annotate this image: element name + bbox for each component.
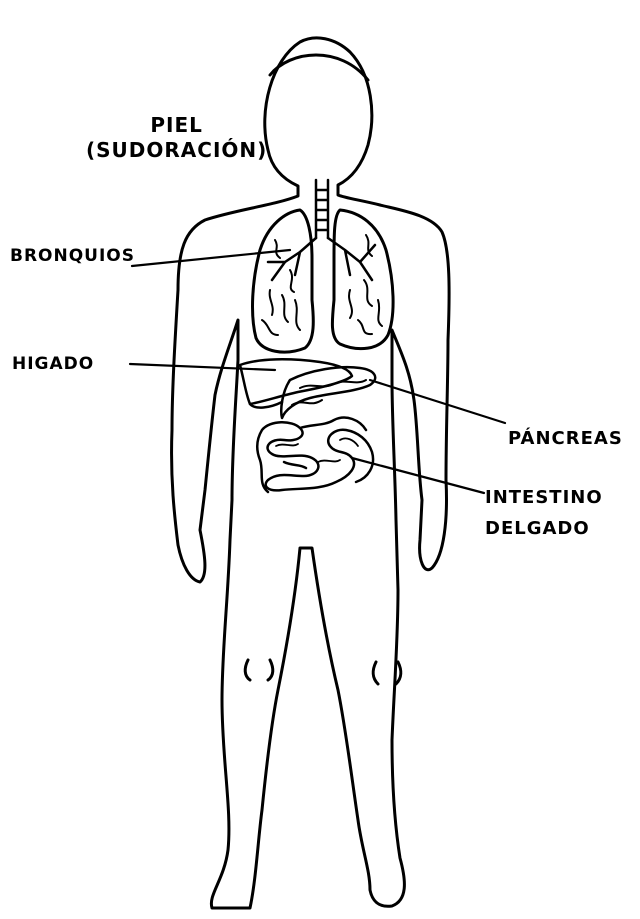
bronchi-branches	[268, 238, 375, 280]
label-liver: HIGADO	[12, 354, 94, 375]
left-knee-mark	[245, 660, 250, 680]
left-lung	[253, 210, 314, 352]
label-skin-sweating: PIEL (SUDORACIÓN)	[86, 113, 267, 163]
label-pancreas: PÁNCREAS	[508, 428, 623, 451]
right-knee-mark	[373, 662, 378, 684]
label-small-intestine: INTESTINO DELGADO	[485, 487, 603, 540]
liver-outline	[240, 359, 352, 404]
label-skin: PIEL	[86, 113, 267, 138]
liver-leader-line	[130, 364, 275, 370]
label-intestine: INTESTINO	[485, 487, 603, 510]
bronchi-leader-line	[132, 250, 290, 266]
label-bronchi: BRONQUIOS	[10, 246, 135, 267]
small-intestine	[257, 418, 373, 492]
left-knee-mark-2	[268, 660, 273, 680]
small-intestine-inner	[276, 438, 358, 462]
label-small: DELGADO	[485, 518, 603, 541]
right-lung-lobules	[349, 235, 382, 334]
pancreas-leader-line	[370, 380, 505, 423]
trachea	[316, 180, 328, 238]
left-lung-lobules	[262, 240, 300, 335]
label-sweating: (SUDORACIÓN)	[86, 138, 267, 163]
